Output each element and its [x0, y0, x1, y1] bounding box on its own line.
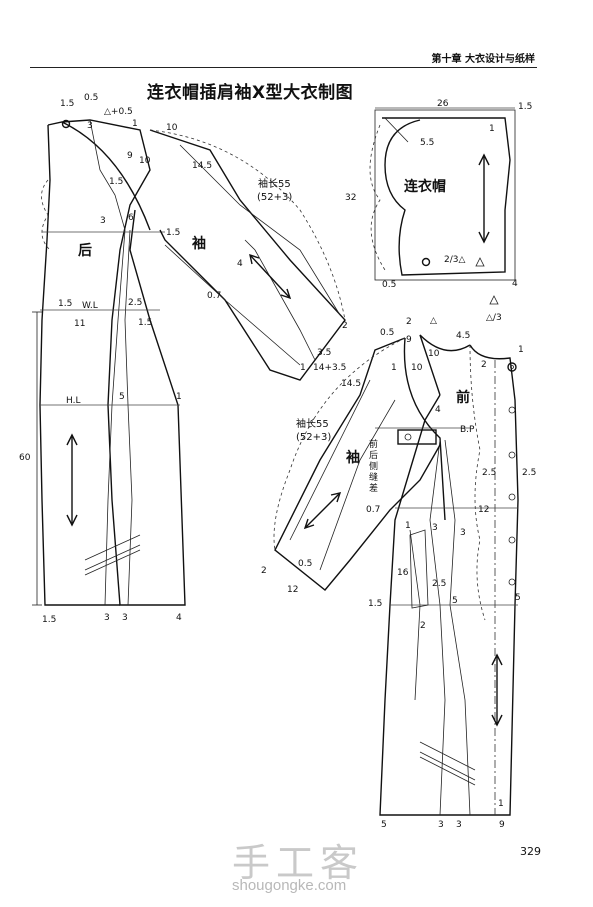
back-sleeve-length: 袖长55: [258, 177, 291, 190]
back-label-0.5: 0.5: [84, 93, 98, 103]
front-label-12: 12: [478, 505, 489, 515]
back-label-0.7: 0.7: [207, 291, 221, 301]
back-label-1.5d: 1.5: [58, 299, 72, 309]
hood-label-two-thirds-delta: 2/3△: [444, 255, 465, 265]
back-label-3c: 3: [104, 613, 110, 623]
front-label-0.5: 0.5: [380, 328, 394, 338]
back-sleeve-name: 袖: [192, 235, 206, 252]
back-label-1c: 1: [176, 392, 182, 402]
front-label-1.5: 1.5: [368, 599, 382, 609]
back-label-1.5e: 1.5: [138, 318, 152, 328]
watermark-logo: 手工客: [232, 841, 365, 885]
hood-label-1: 1: [489, 124, 495, 134]
back-label-1.5f: 1.5: [42, 615, 56, 625]
front-piece-name: 前: [456, 389, 470, 406]
hood-label-0.5: 0.5: [382, 280, 396, 290]
front-sleeve-formula: (52+3): [296, 432, 331, 443]
side-seam-note-2: 后: [369, 450, 378, 461]
front-label-3d: 3: [456, 820, 462, 830]
back-label-1.5c: 1.5: [166, 228, 180, 238]
front-label-3c: 3: [438, 820, 444, 830]
back-piece-name: 后: [78, 242, 92, 259]
front-label-4.5: 4.5: [456, 331, 470, 341]
side-seam-note-1: 前: [369, 438, 378, 450]
side-seam-note-3: 侧: [369, 460, 378, 472]
side-seam-note-4: 缝: [369, 471, 378, 483]
back-label-3d: 3: [122, 613, 128, 623]
back-label-4b: 4: [176, 613, 182, 623]
front-label-5b: 5: [515, 593, 521, 603]
front-bust-point: B.P: [460, 425, 475, 435]
back-sleeve-formula: (52+3): [257, 192, 292, 203]
back-label-4: 4: [237, 259, 243, 269]
hood-label-26: 26: [437, 99, 449, 109]
front-label-2.5b: 2.5: [522, 468, 536, 478]
hood-label-32: 32: [345, 193, 356, 203]
back-label-60: 60: [19, 453, 31, 463]
back-label-9: 9: [127, 151, 133, 161]
back-label-3: 3: [87, 121, 93, 131]
back-label-1b: 1: [300, 363, 306, 373]
back-label-2: 2: [342, 321, 348, 331]
back-label-1.5: 1.5: [60, 99, 74, 109]
front-label-5: 5: [452, 596, 458, 606]
hood-panel: 26 1.5 1 5.5 32 0.5 2/3△ 4 △/3 连衣帽: [345, 99, 532, 323]
front-sleeve-length: 袖长55: [296, 417, 329, 430]
front-sleeve-name: 袖: [346, 449, 360, 466]
back-label-2.5: 2.5: [128, 298, 142, 308]
front-label-1d: 1: [498, 799, 504, 809]
watermark-url: shougongke.com: [232, 877, 347, 894]
back-label-11: 11: [74, 319, 85, 329]
front-label-10b: 10: [411, 363, 423, 373]
header-rule: [30, 67, 537, 68]
front-label-0.5b: 0.5: [298, 559, 312, 569]
back-label-3.5: 3.5: [317, 348, 331, 358]
front-label-10: 10: [428, 349, 440, 359]
front-label-1: 1: [518, 345, 524, 355]
back-hip-line: H.L: [66, 396, 80, 406]
front-label-0.7: 0.7: [366, 505, 380, 515]
front-label-2.5: 2.5: [482, 468, 496, 478]
back-label-delta-plus: △+0.5: [104, 107, 133, 117]
back-panel: 1.5 0.5 3 △+0.5 1 10 9 10 14.5 1.5 3 6 1…: [19, 93, 348, 625]
front-label-3b: 3: [460, 528, 466, 538]
front-label-5c: 5: [381, 820, 387, 830]
front-label-2c: 2: [261, 566, 267, 576]
front-label-14.5: 14.5: [341, 379, 361, 389]
hood-label-4: 4: [512, 279, 518, 289]
back-label-14plus: 14+3.5: [313, 363, 346, 373]
side-seam-note-5: 差: [369, 482, 378, 494]
back-label-1: 1: [132, 119, 138, 129]
front-panel: 2 △ 0.5 4.5 1 9 10 2 1 10 14.5 4 0.7 1 3…: [261, 316, 536, 830]
hood-label-1.5: 1.5: [518, 102, 532, 112]
back-label-6: 6: [128, 213, 134, 223]
front-label-9: 9: [406, 335, 412, 345]
front-label-2b: 2: [481, 360, 487, 370]
front-label-2: 2: [406, 317, 412, 327]
back-label-10a: 10: [166, 123, 178, 133]
front-label-2.5c: 2.5: [432, 579, 446, 589]
front-label-delta: △: [430, 316, 437, 326]
back-label-1.5b: 1.5: [109, 177, 123, 187]
page-title: 连衣帽插肩袖X型大衣制图: [147, 83, 354, 103]
front-label-16: 16: [397, 568, 409, 578]
front-label-1c: 1: [405, 521, 411, 531]
back-waist-line: W.L: [82, 301, 98, 311]
back-label-5: 5: [119, 392, 125, 402]
back-label-3b: 3: [100, 216, 106, 226]
front-label-4: 4: [435, 405, 441, 415]
back-label-14.5: 14.5: [192, 161, 212, 171]
hood-label-delta-third: △/3: [486, 313, 502, 323]
front-label-2d: 2: [420, 621, 426, 631]
hood-label-5.5: 5.5: [420, 138, 434, 148]
page-number: 329: [520, 845, 541, 858]
hood-piece-name: 连衣帽: [404, 178, 446, 195]
front-label-9b: 9: [499, 820, 505, 830]
back-label-10b: 10: [139, 156, 151, 166]
front-label-3: 3: [432, 523, 438, 533]
front-label-1b: 1: [391, 363, 397, 373]
front-label-12b: 12: [287, 585, 298, 595]
chapter-header: 第十章 大衣设计与纸样: [431, 54, 535, 65]
